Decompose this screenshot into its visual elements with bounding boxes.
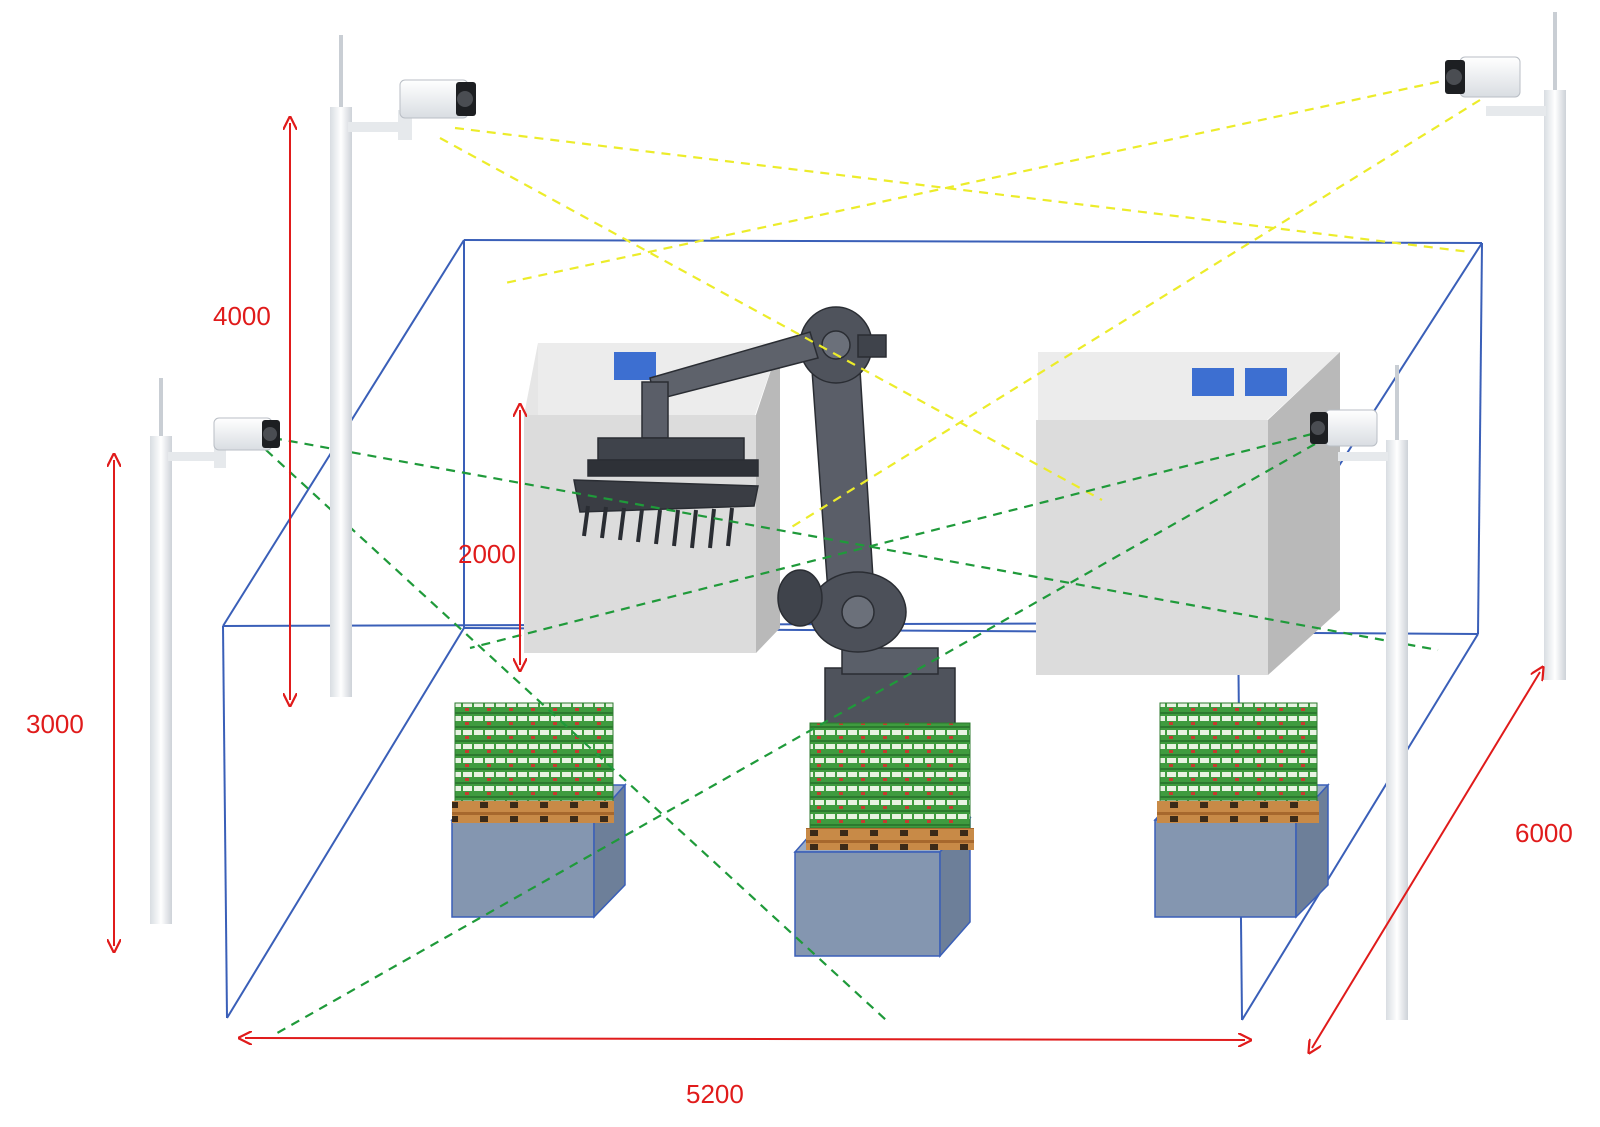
blue-marker bbox=[614, 352, 1287, 396]
height-box-label: 2000 bbox=[458, 539, 516, 569]
cctv-camera-icon bbox=[213, 417, 280, 451]
right-gray-box bbox=[1036, 352, 1340, 675]
dimension-arrows bbox=[114, 123, 1540, 1048]
center-pallet bbox=[806, 722, 974, 850]
industrial-robot-arm-icon bbox=[573, 306, 956, 739]
depth-label: 6000 bbox=[1515, 818, 1573, 848]
width-label: 5200 bbox=[686, 1079, 744, 1109]
depth-arrow bbox=[1312, 672, 1540, 1048]
right-pallet bbox=[1157, 702, 1319, 823]
width-arrow bbox=[245, 1038, 1245, 1040]
tall-right-pole bbox=[1486, 12, 1566, 680]
height-tall-label: 4000 bbox=[213, 301, 271, 331]
cctv-camera-icon bbox=[1445, 56, 1521, 98]
tall-left-pole bbox=[330, 35, 412, 697]
height-short-label: 3000 bbox=[26, 709, 84, 739]
short-left-pole bbox=[150, 378, 226, 924]
cctv-camera-icon bbox=[1310, 409, 1378, 447]
upper-cameras-view-lines bbox=[439, 73, 1481, 529]
left-pallet bbox=[452, 702, 614, 823]
short-right-pole bbox=[1338, 365, 1408, 1020]
lower-cameras-view-lines bbox=[265, 432, 1439, 1037]
cctv-camera-icon bbox=[399, 79, 476, 119]
